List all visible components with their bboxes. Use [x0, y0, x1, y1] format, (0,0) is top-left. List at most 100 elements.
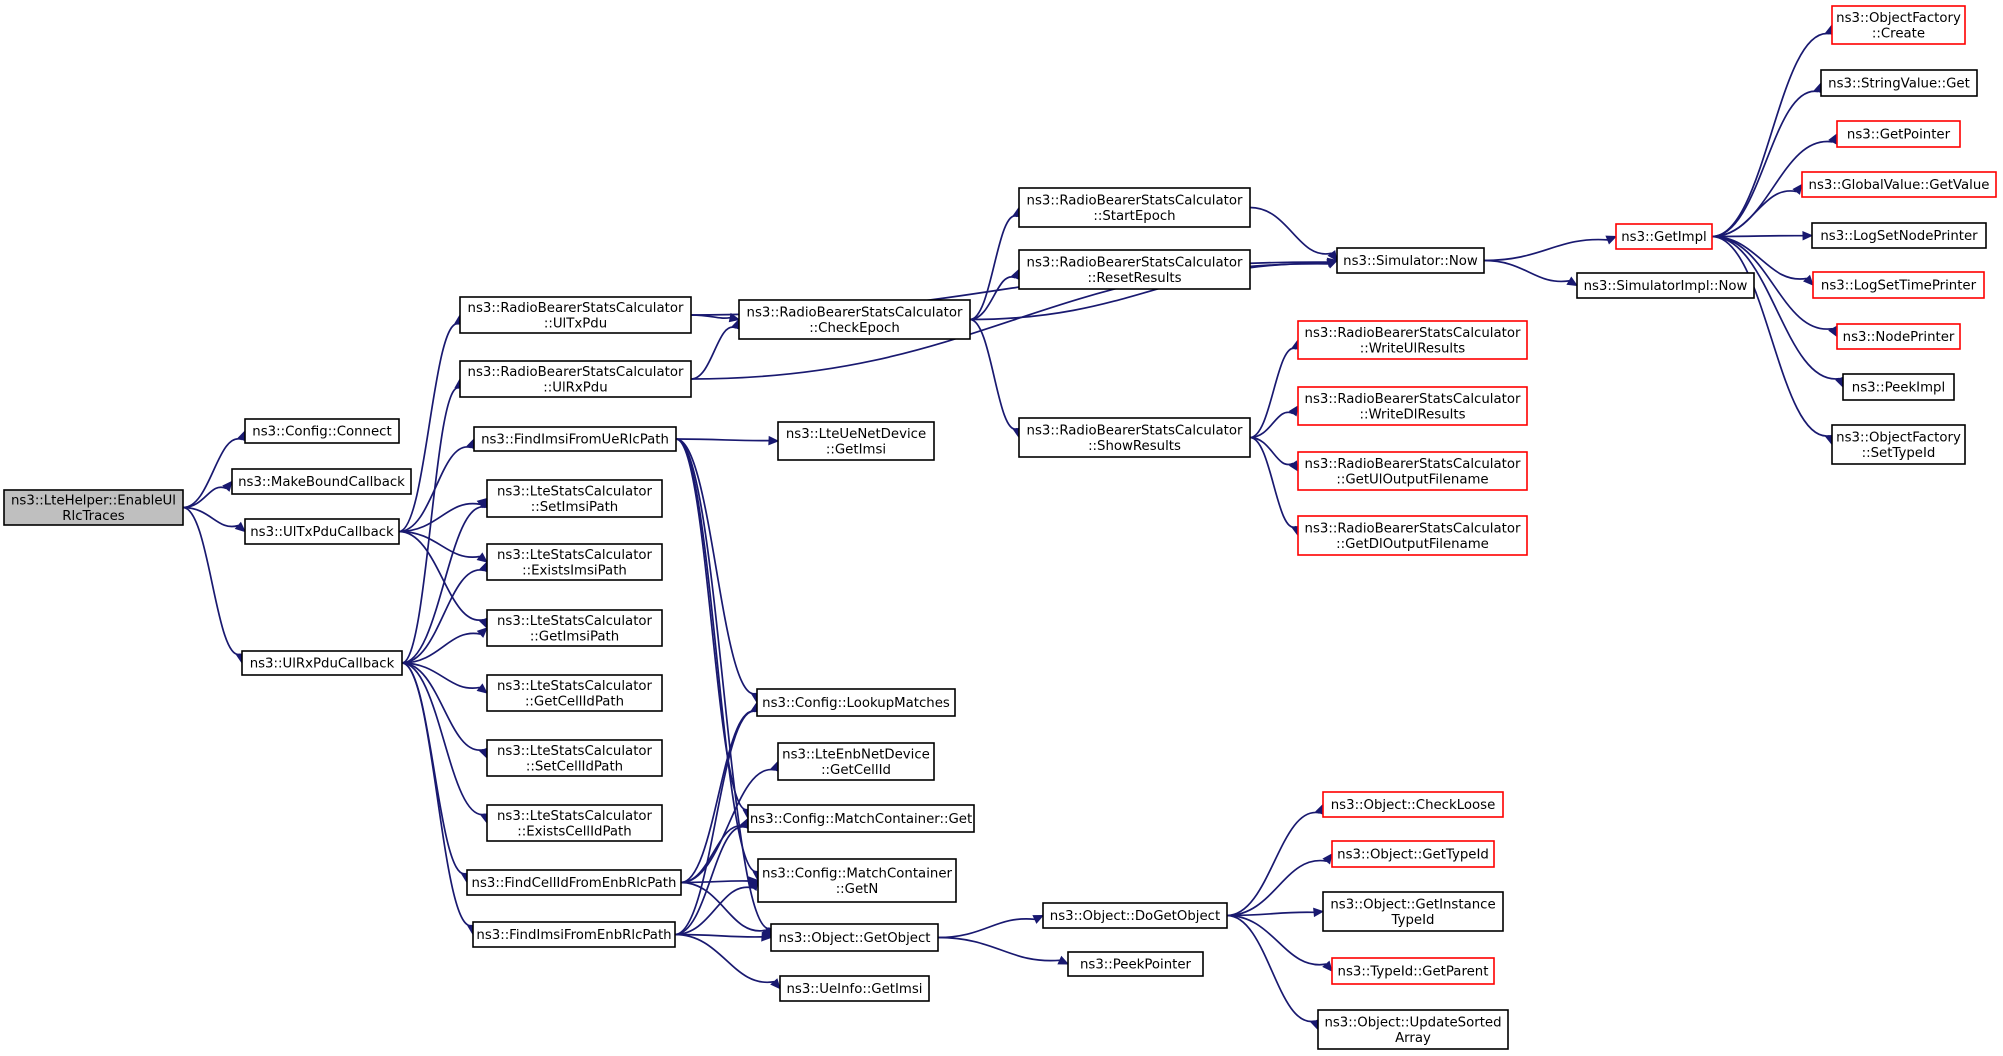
- node-box: [1836, 323, 1961, 350]
- node-n-nodeprinter[interactable]: ns3::NodePrinter: [1836, 323, 1961, 350]
- node-n-logsetnodeprinter[interactable]: ns3::LogSetNodePrinter: [1811, 222, 1987, 249]
- node-n-rb-startepoch[interactable]: ns3::RadioBearerStatsCalculator::StartEp…: [1018, 187, 1251, 228]
- node-n-rb-ulrxpdu[interactable]: ns3::RadioBearerStatsCalculator::UlRxPdu: [459, 360, 692, 398]
- node-label: ns3::UeInfo::GetImsi: [786, 982, 922, 997]
- node-n-mc-getn[interactable]: ns3::Config::MatchContainer::GetN: [757, 858, 957, 903]
- node-box: [486, 804, 663, 842]
- call-edge: [1249, 404, 1299, 439]
- node-n-obj-gettypeid[interactable]: ns3::Object::GetTypeId: [1331, 840, 1495, 868]
- node-box: [738, 299, 971, 340]
- node-n-findcellid-enb[interactable]: ns3::FindCellIdFromEnbRlcPath: [466, 869, 682, 896]
- node-n-ls-existscellid[interactable]: ns3::LteStatsCalculator::ExistsCellIdPat…: [486, 804, 663, 842]
- node-n-obj-checkloose[interactable]: ns3::Object::CheckLoose: [1322, 791, 1504, 818]
- node-n-rb-getulout[interactable]: ns3::RadioBearerStatsCalculator::GetUlOu…: [1297, 451, 1528, 491]
- node-label: ns3::LteStatsCalculator: [497, 548, 653, 563]
- node-box: [1317, 1009, 1509, 1050]
- node-label: ::CheckEpoch: [809, 321, 900, 336]
- node-n-findimsi-enb[interactable]: ns3::FindImsiFromEnbRlcPath: [472, 921, 676, 948]
- call-edge: [937, 914, 1045, 939]
- node-n-ultx[interactable]: ns3::UlTxPduCallback: [244, 518, 400, 545]
- node-label: ns3::LteStatsCalculator: [497, 614, 653, 629]
- node-n-rb-ultxpdu[interactable]: ns3::RadioBearerStatsCalculator::UlTxPdu: [459, 296, 692, 334]
- node-label: ::GetDlOutputFilename: [1336, 537, 1489, 552]
- node-box: [1018, 249, 1251, 290]
- call-edge: [1711, 235, 1835, 446]
- call-edge: [1249, 206, 1338, 262]
- node-n-rb-resetresults[interactable]: ns3::RadioBearerStatsCalculator::ResetRe…: [1018, 249, 1251, 290]
- edge-arrowhead: [1792, 183, 1803, 195]
- node-label: ns3::RadioBearerStatsCalculator: [1305, 326, 1521, 341]
- node-n-typeid-getparent[interactable]: ns3::TypeId::GetParent: [1331, 957, 1495, 985]
- node-n-rb-writedl[interactable]: ns3::RadioBearerStatsCalculator::WriteDl…: [1297, 386, 1528, 426]
- node-n-simimpl-now[interactable]: ns3::SimulatorImpl::Now: [1576, 272, 1755, 299]
- node-label: ns3::FindImsiFromEnbRlcPath: [476, 928, 671, 943]
- node-n-ls-setimsi[interactable]: ns3::LteStatsCalculator::SetImsiPath: [486, 479, 663, 518]
- node-label: ns3::Object::UpdateSorted: [1324, 1015, 1501, 1030]
- node-label: ::SetImsiPath: [531, 500, 619, 515]
- node-n-lteenb-getcellid[interactable]: ns3::LteEnbNetDevice::GetCellId: [777, 742, 935, 781]
- node-label: ns3::LteStatsCalculator: [497, 484, 653, 499]
- node-label: ns3::RadioBearerStatsCalculator: [1027, 255, 1243, 270]
- node-box: [1576, 272, 1755, 299]
- node-label: ::StartEpoch: [1093, 209, 1175, 224]
- node-n-rb-writeul[interactable]: ns3::RadioBearerStatsCalculator::WriteUl…: [1297, 320, 1528, 360]
- node-label: ns3::RadioBearerStatsCalculator: [468, 301, 684, 316]
- node-n-objfactory-settypeid[interactable]: ns3::ObjectFactory::SetTypeId: [1831, 424, 1966, 465]
- node-label: RlcTraces: [62, 509, 125, 524]
- node-n-peekpointer[interactable]: ns3::PeekPointer: [1067, 951, 1204, 977]
- node-label: ns3::UlTxPduCallback: [250, 525, 394, 540]
- edge-arrowhead: [1288, 460, 1299, 473]
- node-n-obj-dogetobject[interactable]: ns3::Object::DoGetObject: [1042, 902, 1228, 929]
- node-n-rb-checkepoch[interactable]: ns3::RadioBearerStatsCalculator::CheckEp…: [738, 299, 971, 340]
- node-n-ls-existsimsi[interactable]: ns3::LteStatsCalculator::ExistsImsiPath: [486, 543, 663, 581]
- node-n-peekimpl[interactable]: ns3::PeekImpl: [1842, 373, 1955, 401]
- node-n-logsettimeprinter[interactable]: ns3::LogSetTimePrinter: [1812, 271, 1985, 299]
- node-box: [1297, 451, 1528, 491]
- node-n-mbc[interactable]: ns3::MakeBoundCallback: [231, 468, 412, 495]
- node-n-obj-getobject[interactable]: ns3::Object::GetObject: [770, 923, 939, 952]
- node-n-ls-setcellid[interactable]: ns3::LteStatsCalculator::SetCellIdPath: [486, 739, 663, 777]
- node-label: ns3::Config::Connect: [252, 425, 391, 440]
- node-box: [1831, 424, 1966, 465]
- node-box: [1842, 373, 1955, 401]
- node-label: ::GetUlOutputFilename: [1336, 472, 1488, 487]
- node-n-connect[interactable]: ns3::Config::Connect: [244, 418, 400, 444]
- node-n-lteue-getimsi[interactable]: ns3::LteUeNetDevice::GetImsi: [777, 421, 935, 461]
- node-label: ns3::Object::GetInstance: [1330, 897, 1495, 912]
- edge-arrowhead: [222, 480, 233, 492]
- node-label: ns3::RadioBearerStatsCalculator: [1305, 457, 1521, 472]
- node-n-rb-showresults[interactable]: ns3::RadioBearerStatsCalculator::ShowRes…: [1018, 417, 1251, 458]
- node-n-ulrx[interactable]: ns3::UlRxPduCallback: [241, 650, 403, 676]
- edge-arrowhead: [476, 683, 488, 694]
- node-n-objfactory-create[interactable]: ns3::ObjectFactory::Create: [1831, 5, 1966, 45]
- node-n-mc-get[interactable]: ns3::Config::MatchContainer::Get: [747, 804, 975, 833]
- node-n-stringvalue-get[interactable]: ns3::StringValue::Get: [1820, 69, 1978, 97]
- node-n-sim-now[interactable]: ns3::Simulator::Now: [1336, 247, 1485, 274]
- node-n-ueinfo-getimsi[interactable]: ns3::UeInfo::GetImsi: [779, 975, 930, 1002]
- node-label: ns3::Config::LookupMatches: [762, 696, 950, 711]
- node-n-globalvalue-getvalue[interactable]: ns3::GlobalValue::GetValue: [1801, 171, 1997, 198]
- node-n-ls-getimsi[interactable]: ns3::LteStatsCalculator::GetImsiPath: [486, 609, 663, 647]
- edge-arrowhead: [476, 627, 488, 638]
- node-label: ns3::LteStatsCalculator: [497, 744, 653, 759]
- node-n-lookup[interactable]: ns3::Config::LookupMatches: [756, 688, 956, 717]
- call-edge: [969, 206, 1022, 321]
- node-n-ls-getcellid[interactable]: ns3::LteStatsCalculator::GetCellIdPath: [486, 674, 663, 712]
- node-label: ns3::Object::GetObject: [778, 931, 930, 946]
- node-label: ::WriteDlResults: [1359, 407, 1465, 422]
- node-box: [241, 650, 403, 676]
- node-n-getimpl[interactable]: ns3::GetImpl: [1615, 223, 1713, 250]
- node-box: [486, 739, 663, 777]
- node-label: ns3::FindCellIdFromEnbRlcPath: [472, 876, 677, 891]
- node-n-rb-getdlout[interactable]: ns3::RadioBearerStatsCalculator::GetDlOu…: [1297, 515, 1528, 556]
- node-label: ns3::RadioBearerStatsCalculator: [747, 305, 963, 320]
- node-n-getpointer[interactable]: ns3::GetPointer: [1836, 120, 1961, 148]
- node-n-findimsi-ue[interactable]: ns3::FindImsiFromUeRlcPath: [473, 426, 677, 452]
- node-box: [1831, 5, 1966, 45]
- call-edge: [1226, 907, 1325, 918]
- edge-arrowhead: [1288, 404, 1299, 417]
- call-edge: [401, 627, 488, 664]
